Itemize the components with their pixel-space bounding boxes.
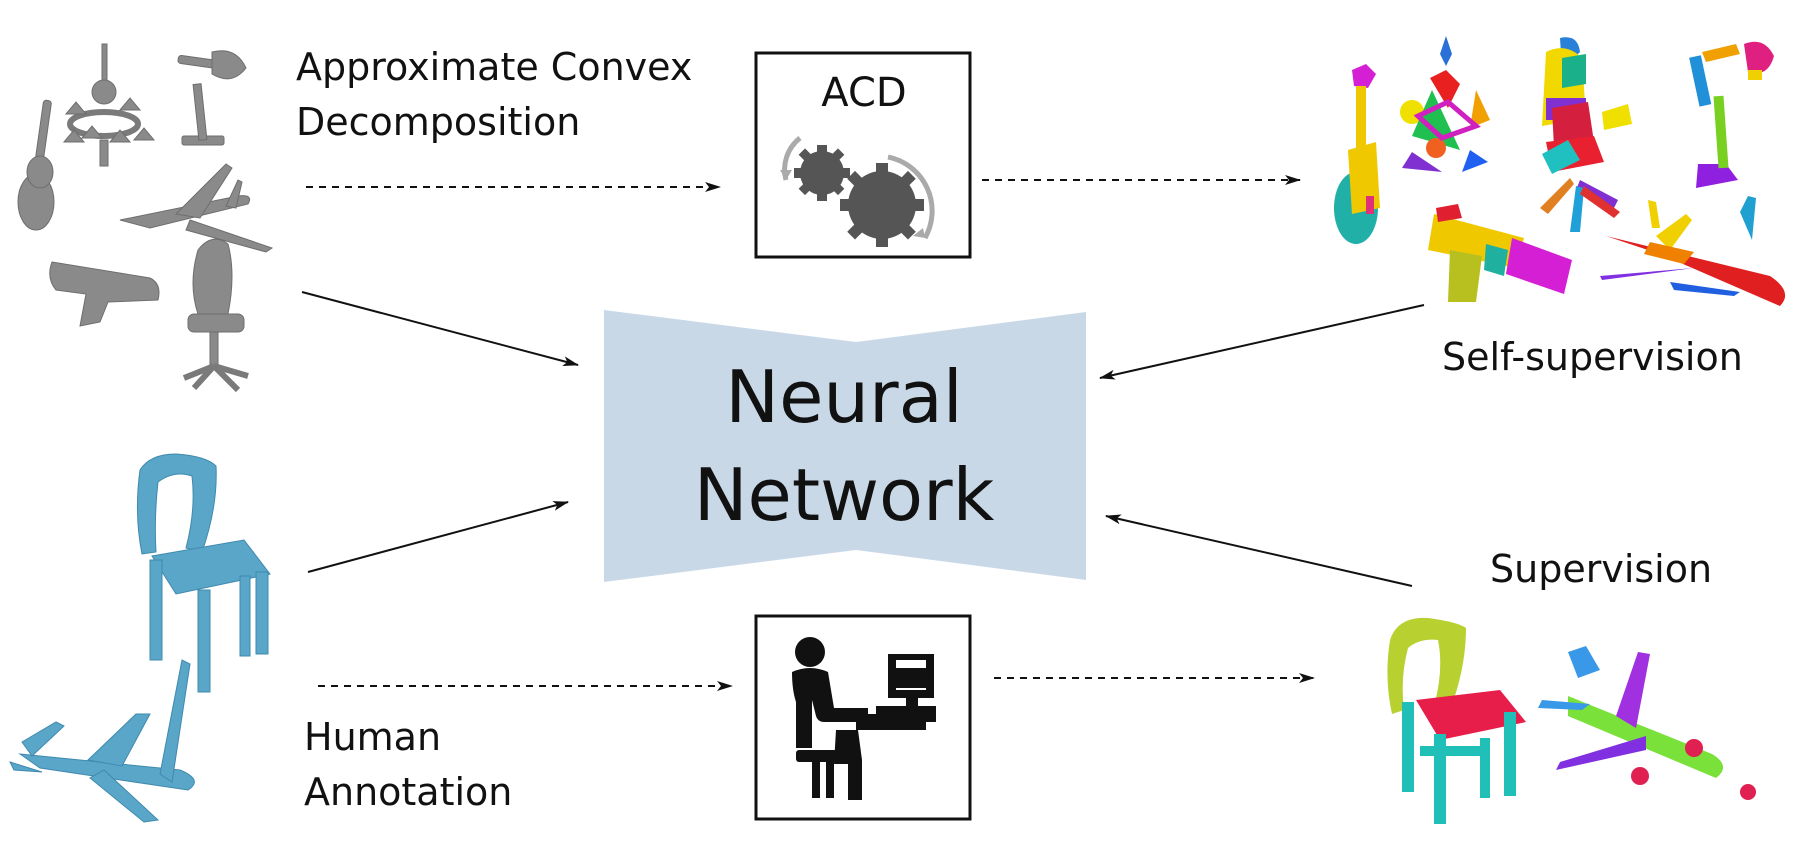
gray-input-shapes <box>17 43 274 393</box>
neural-network-line1: Neural <box>725 355 963 439</box>
gun-icon <box>49 261 160 327</box>
acd-label-line2: Decomposition <box>296 100 581 144</box>
acd-box-title: ACD <box>821 70 907 116</box>
acd-output-shapes <box>1334 36 1786 306</box>
lamp-icon <box>177 50 247 146</box>
airplane-icon <box>1600 196 1786 306</box>
human-label-line2: Annotation <box>304 770 513 814</box>
arrow-supervision-to-network <box>1105 514 1413 587</box>
gears-icon <box>780 136 935 247</box>
supervision-label: Supervision <box>1490 547 1713 591</box>
airplane-icon <box>9 659 195 823</box>
arrow-gray-inputs-to-network <box>301 291 579 366</box>
office-chair-icon <box>182 238 249 393</box>
arrow-blue-inputs-to-network <box>307 501 569 573</box>
human-label-line1: Human <box>304 715 442 759</box>
neural-network-line2: Network <box>693 453 995 537</box>
gun-icon <box>1428 204 1572 302</box>
airplane-icon <box>119 163 274 253</box>
person-at-computer-icon <box>792 637 936 800</box>
chandelier-icon <box>1400 36 1490 172</box>
self-supervision-label: Self-supervision <box>1442 335 1743 379</box>
chair-icon <box>136 453 271 693</box>
acd-label-line1: Approximate Convex <box>296 45 693 89</box>
blue-input-shapes <box>9 453 271 823</box>
chandelier-icon <box>62 43 156 167</box>
human-output-shapes <box>1387 617 1756 824</box>
arrow-self-supervision-to-network <box>1099 304 1425 380</box>
chair-icon <box>1387 617 1526 824</box>
office-chair-icon <box>1540 37 1632 232</box>
guitar-icon <box>17 99 55 231</box>
lamp-icon <box>1689 41 1774 188</box>
guitar-icon <box>1334 64 1380 244</box>
neural-network-shape <box>604 310 1086 582</box>
airplane-icon <box>1538 646 1756 800</box>
